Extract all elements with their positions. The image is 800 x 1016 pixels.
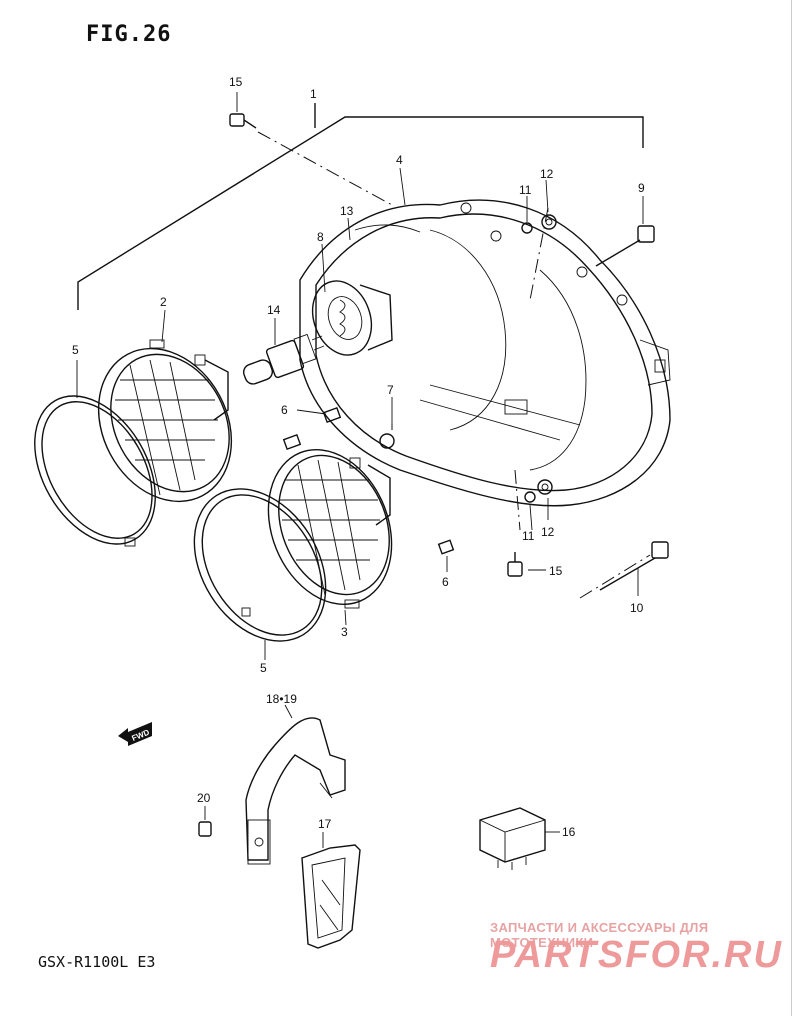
relay (479, 807, 546, 870)
part-label: 17 (318, 817, 332, 831)
assembly-bracket-line (77, 103, 644, 310)
reflector (301, 844, 361, 949)
part-labels: 15 1 4 12 11 9 13 8 2 14 5 7 6 11 12 15 … (72, 75, 645, 839)
part-label: 12 (541, 525, 555, 539)
part-label: 4 (396, 153, 403, 167)
left-headlamp-unit (97, 339, 233, 503)
leader-lines (76, 92, 644, 848)
headlamp-bracket (245, 717, 346, 865)
figure-title: FIG.26 (86, 22, 172, 47)
part-label: 15 (549, 564, 563, 578)
fasteners (198, 113, 669, 837)
part-label: 10 (630, 601, 644, 615)
headlamp-bulb (242, 333, 325, 385)
part-label: 6 (281, 403, 288, 417)
headlamp-housing (299, 199, 671, 507)
model-code: GSX-R1100L E3 (38, 953, 156, 971)
bulb-socket (311, 280, 393, 356)
part-label: 14 (267, 303, 281, 317)
part-label: 5 (72, 343, 79, 357)
part-label: 11 (522, 529, 535, 543)
part-label: 6 (442, 575, 449, 589)
part-label: 8 (317, 230, 324, 244)
part-label: 16 (562, 825, 576, 839)
part-label: 2 (160, 295, 167, 309)
watermark-logo: PARTSFOR.RU (490, 934, 783, 976)
right-headlamp-unit (267, 449, 393, 609)
part-label: 5 (260, 661, 267, 675)
part-label: 9 (638, 181, 645, 195)
part-label: 3 (341, 625, 348, 639)
part-label: 18•19 (266, 692, 297, 706)
right-headlamp-rim (193, 488, 327, 642)
forward-direction-arrow: FWD (118, 722, 152, 746)
left-headlamp-rim (34, 395, 156, 547)
page-edge (791, 0, 800, 1016)
part-label: 11 (519, 183, 532, 197)
part-label: 15 (229, 75, 243, 89)
part-label: 13 (340, 204, 354, 218)
part-label: 1 (310, 87, 317, 101)
part-label: 20 (197, 791, 211, 805)
part-label: 12 (540, 167, 554, 181)
part-label: 7 (387, 383, 394, 397)
watermark-tagline: ЗАПЧАСТИ И АКСЕССУАРЫ ДЛЯ МОТОТЕХНИКИ (490, 920, 709, 950)
